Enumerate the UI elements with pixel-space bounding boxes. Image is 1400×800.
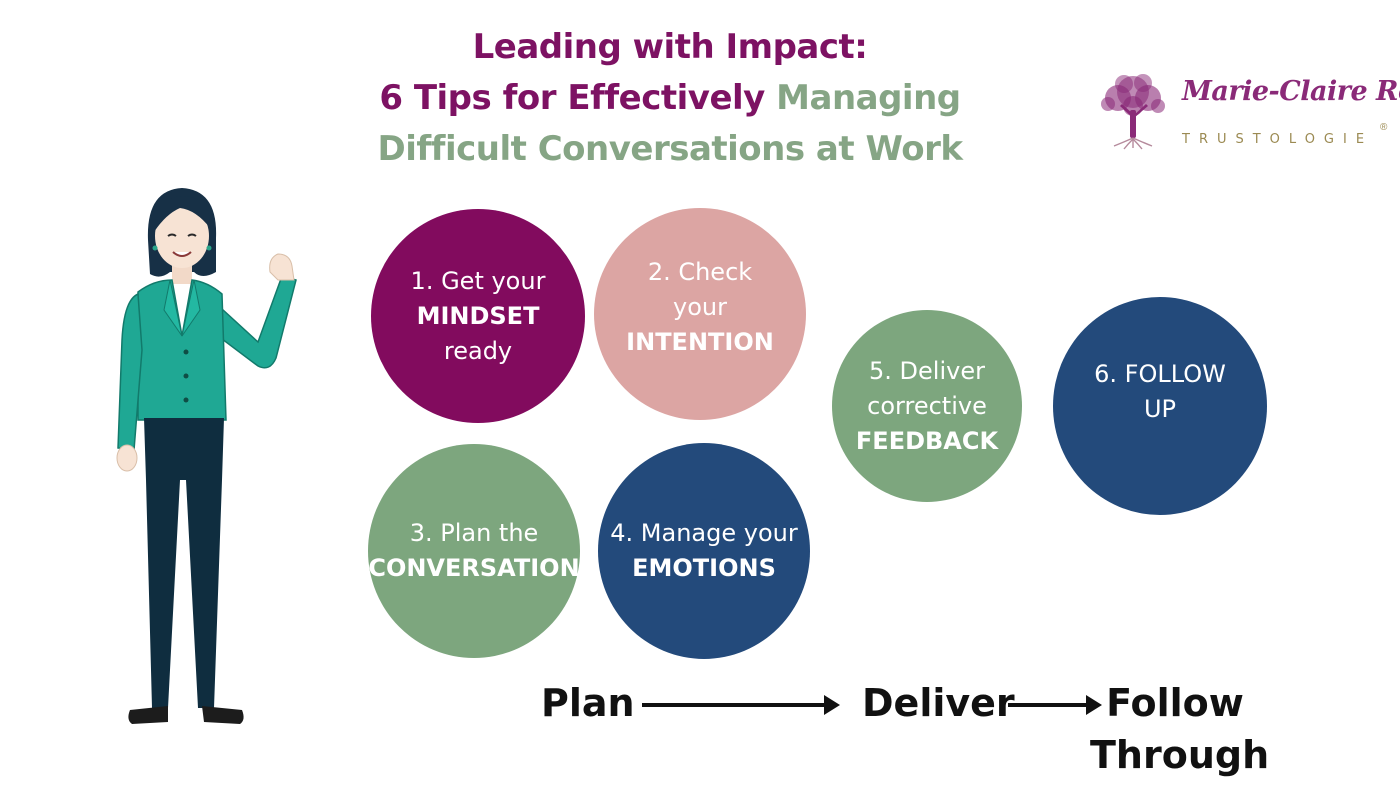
tip-5-bold: FEEDBACK — [855, 426, 999, 455]
tip-1-line-1: 1. Get your — [410, 266, 546, 295]
process-follow-through: Follow Through — [1090, 677, 1270, 781]
tip-3-line-1: 3. Plan the — [409, 519, 539, 547]
title-line-1: Leading with Impact: — [472, 27, 868, 67]
businesswoman-illustration — [116, 188, 297, 724]
tip-4-bold: EMOTIONS — [632, 554, 776, 582]
tip-5-circle: 5. Deliver corrective FEEDBACK — [832, 310, 1022, 502]
tip-4-circle: 4. Manage your EMOTIONS — [598, 443, 810, 659]
tip-3-circle: 3. Plan the CONVERSATION — [368, 444, 580, 658]
process-follow-line-2: Through — [1090, 733, 1270, 777]
tip-5-line-1: 5. Deliver — [869, 356, 985, 385]
registered-mark: ® — [1380, 122, 1388, 133]
right-arrow-icon — [1008, 695, 1102, 715]
title-line-2-green: Managing — [776, 78, 961, 118]
title-line-3: Difficult Conversations at Work — [377, 129, 963, 169]
page-title: Leading with Impact: 6 Tips for Effectiv… — [340, 22, 1000, 175]
tip-1-after: ready — [443, 336, 513, 365]
brand-logo: Marie-Claire Ross TRUSTOLOGIE ® — [1090, 66, 1400, 156]
tip-5-line-2: corrective — [867, 391, 987, 420]
process-deliver: Deliver — [862, 681, 1015, 725]
right-arrow-icon — [642, 695, 840, 715]
tip-4-line-1: 4. Manage your — [610, 519, 798, 547]
tip-1-bold: MINDSET — [416, 301, 540, 330]
tip-3-bold: CONVERSATION — [368, 554, 580, 582]
tip-1-circle: 1. Get your MINDSET ready — [371, 209, 585, 423]
title-line-2-purple: 6 Tips for Effectively — [379, 78, 777, 118]
logo-subtitle: TRUSTOLOGIE — [1182, 132, 1374, 147]
tip-6-line-2: UP — [1143, 395, 1177, 423]
logo-name: Marie-Claire Ross — [1182, 76, 1400, 107]
tip-2-line-2: your — [673, 292, 727, 321]
tree-icon — [1101, 74, 1165, 150]
tip-2-bold: INTENTION — [626, 327, 774, 356]
process-plan: Plan — [541, 681, 635, 725]
process-follow-line-1: Follow — [1106, 681, 1244, 725]
title-line-2: 6 Tips for Effectively Managing — [340, 73, 1000, 124]
tip-2-line-1: 2. Check — [647, 257, 753, 286]
tip-2-circle: 2. Check your INTENTION — [594, 208, 806, 420]
tip-6-line-1: 6. FOLLOW — [1094, 360, 1226, 388]
tip-6-circle: 6. FOLLOW UP — [1053, 297, 1267, 515]
